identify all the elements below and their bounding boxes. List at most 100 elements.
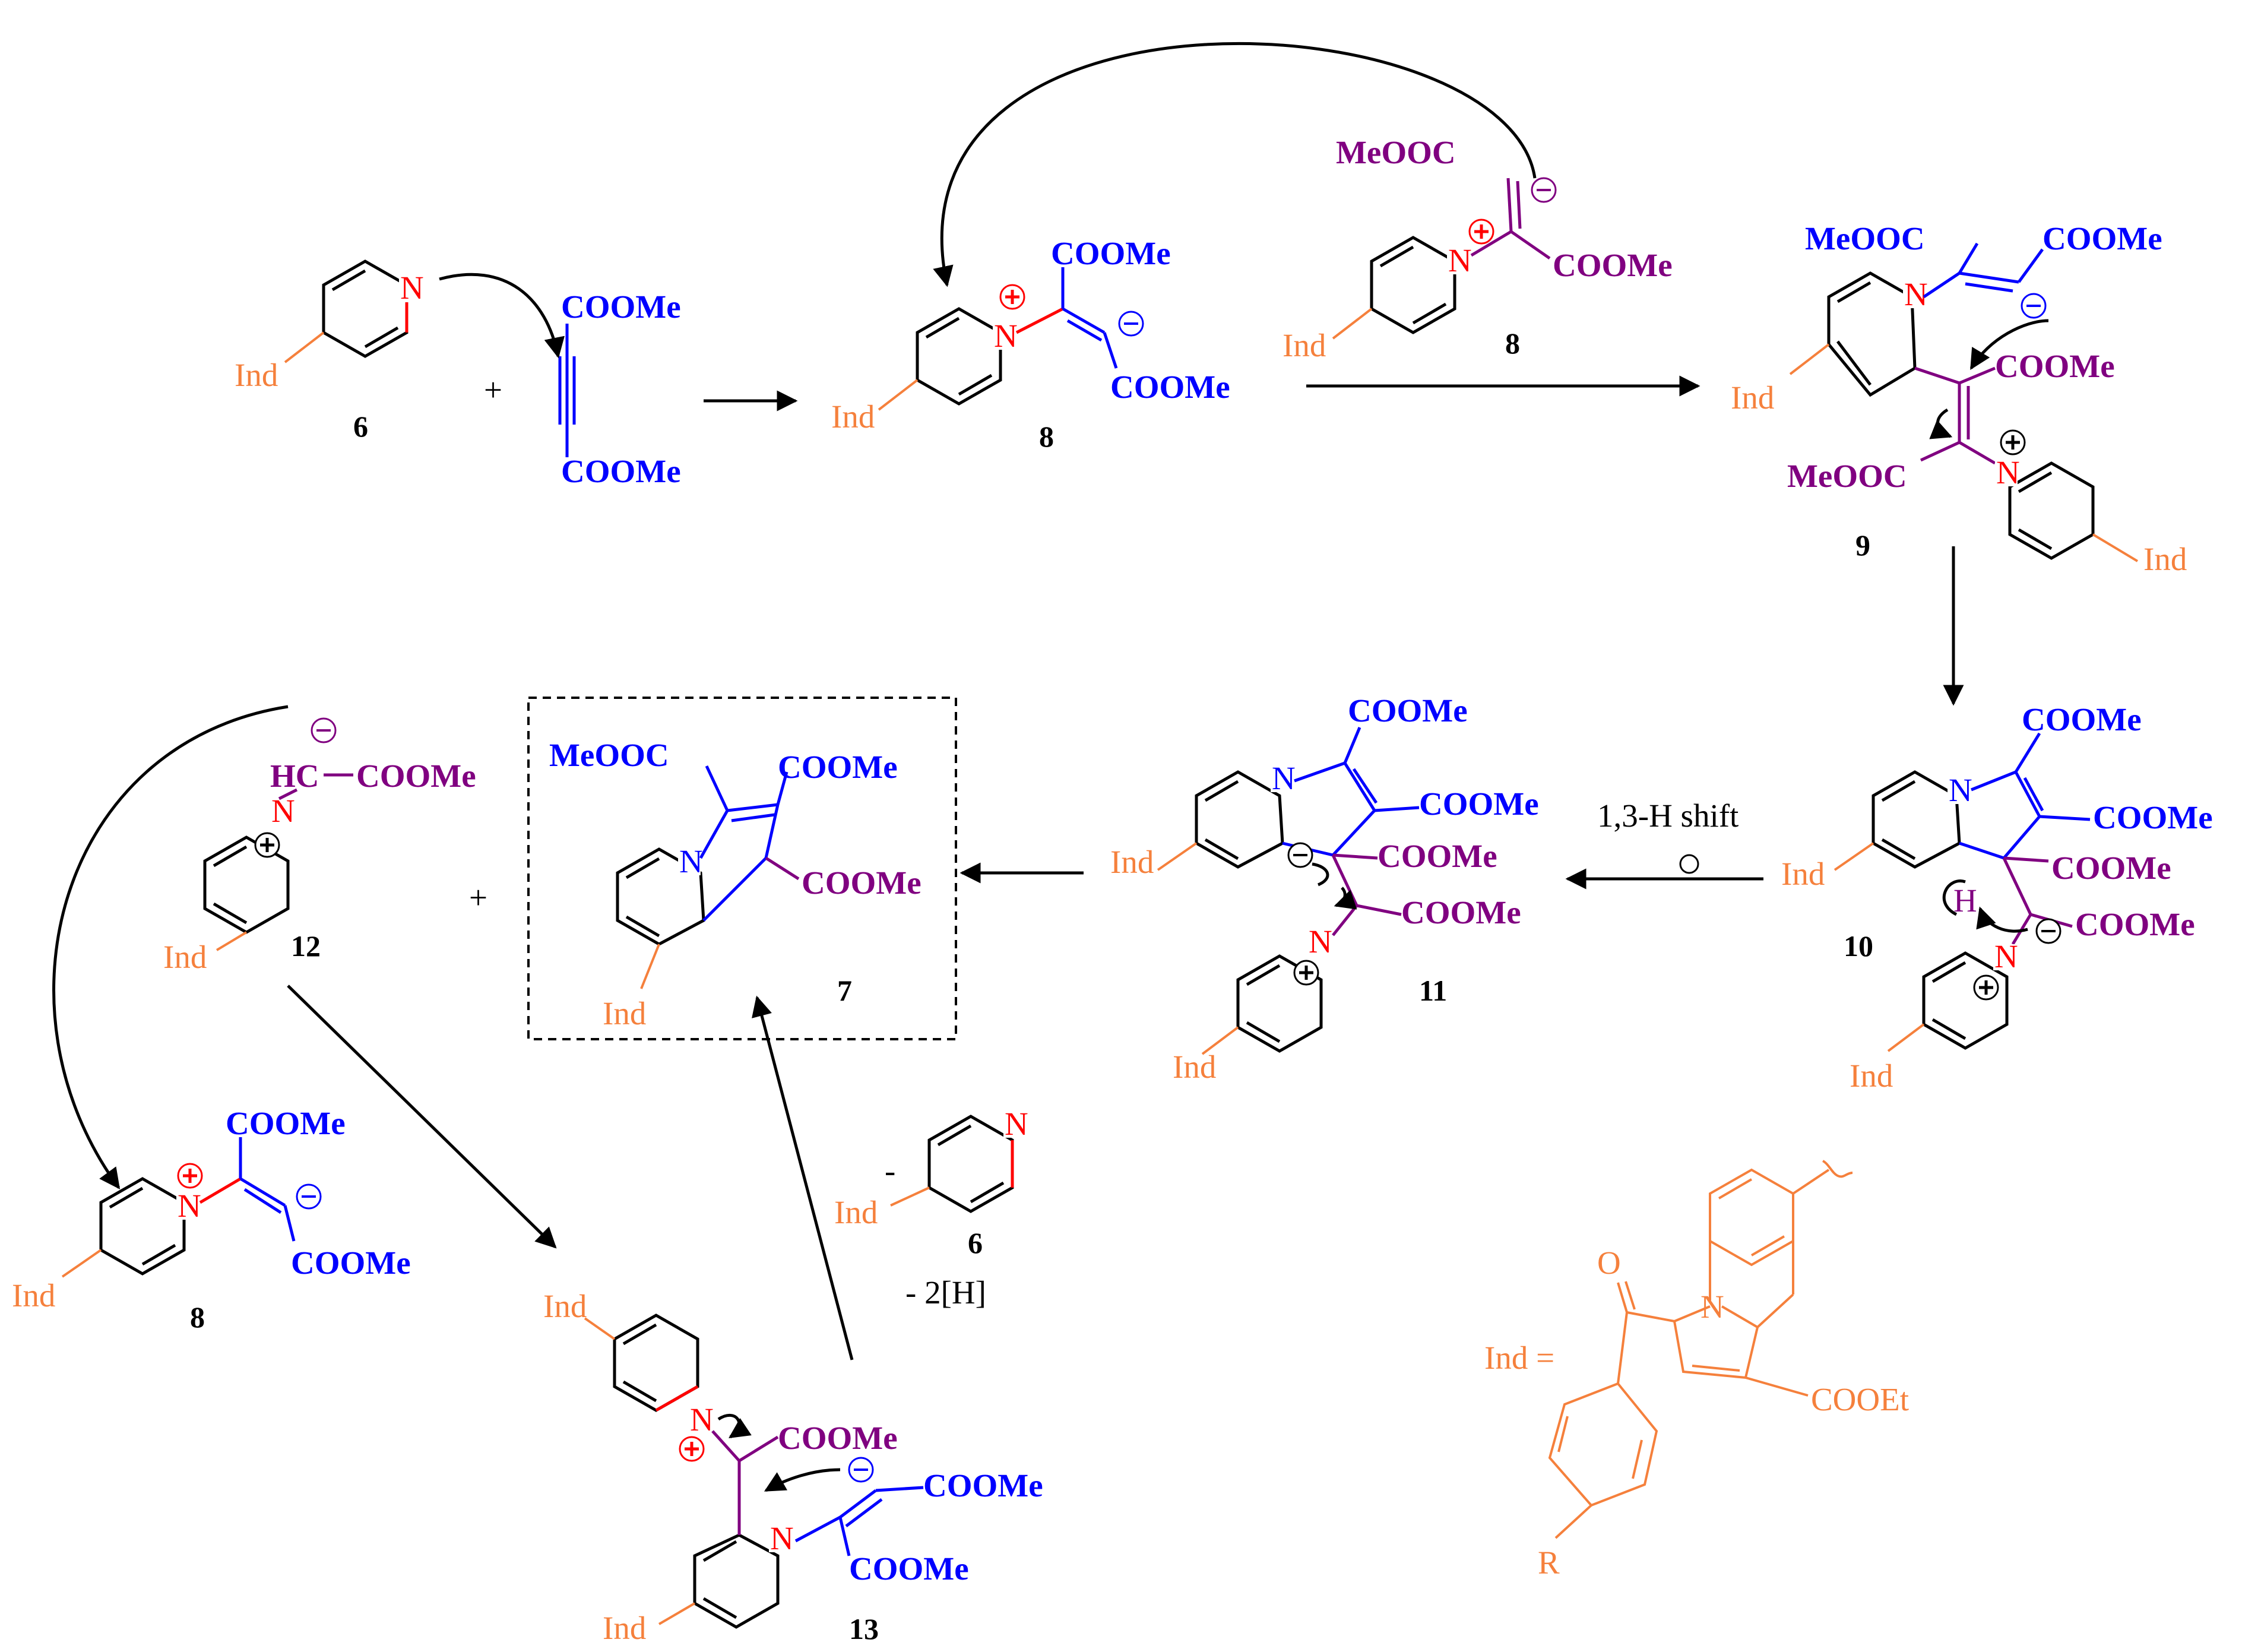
nitrogen-atom: N: [1272, 760, 1296, 796]
ind-definition: Ind = N COOEt O R: [1484, 1160, 1909, 1581]
compound-number-6: 6: [353, 410, 368, 443]
compound-number-9: 9: [1855, 528, 1870, 562]
cooMe-label: COOMe: [1401, 894, 1521, 931]
nitrogen-atom: N: [690, 1401, 714, 1438]
ind-label: Ind: [235, 357, 278, 393]
compound-12: N HC COOMe Ind 12: [163, 717, 476, 975]
ind-label: Ind: [1282, 327, 1326, 363]
electron-arrow: [1942, 879, 1966, 916]
nitrogen-atom: N: [770, 1520, 794, 1556]
meooc-label: MeOOC: [549, 737, 669, 773]
ind-label: Ind: [834, 1194, 878, 1230]
compound-number-7: 7: [837, 974, 852, 1007]
cooMe-label: COOMe: [1378, 838, 1497, 874]
cooMe-label: COOMe: [1051, 235, 1171, 271]
nitrogen-atom: N: [1700, 1289, 1724, 1325]
reaction-arrow: [287, 985, 557, 1249]
cooMe-label: COOMe: [1110, 369, 1230, 405]
electron-arrow: [1312, 862, 1329, 887]
ind-label: Ind: [2143, 541, 2187, 577]
nitrogen-atom: N: [1996, 454, 2020, 490]
nitrogen-atom: N: [1994, 938, 2018, 974]
compound-8-second: Ind N MeOOC COOMe 8: [1282, 134, 1673, 363]
ind-label: Ind: [543, 1288, 587, 1324]
ind-label: Ind: [1173, 1049, 1216, 1085]
cooMe-label: COOMe: [802, 865, 922, 901]
compound-number-8: 8: [190, 1300, 205, 1334]
compound-number-12: 12: [291, 929, 321, 963]
meooc-label: MeOOC: [1805, 220, 1925, 257]
cooMe-label: COOMe: [561, 289, 681, 325]
compound-13: Ind N COOMe N Ind COOMe COOMe 13: [543, 1288, 1043, 1646]
oxygen-atom: O: [1597, 1245, 1621, 1281]
ind-label: Ind: [831, 398, 875, 435]
cooMe-label: COOMe: [1553, 247, 1673, 283]
cooMe-label: COOMe: [561, 453, 681, 489]
nitrogen-atom: N: [1448, 242, 1472, 279]
compound-6-byproduct: N - Ind 6 - 2[H]: [834, 1106, 1028, 1311]
ind-label: Ind: [603, 1610, 646, 1646]
cooMe-label: COOMe: [356, 758, 476, 794]
nitrogen-atom: N: [1949, 772, 1972, 808]
hydrogen-atom: H: [1953, 882, 1977, 919]
minus-sign: -: [885, 1153, 895, 1189]
ind-label: Ind: [1110, 844, 1154, 880]
compound-number-13: 13: [849, 1612, 879, 1645]
plus-sign: +: [469, 879, 487, 916]
nitrogen-atom: N: [271, 793, 295, 829]
compound-8-bottom: Ind N COOMe COOMe 8: [12, 1105, 411, 1334]
cooMe-label: COOMe: [2051, 850, 2171, 886]
cooMe-label: COOMe: [2075, 906, 2195, 942]
compound-9-intermediate: Ind N MeOOC COOMe COOMe MeOOC N Ind 9: [1731, 220, 2187, 577]
compound-11: Ind N COOMe COOMe COOMe COOMe N Ind 11: [1110, 692, 1539, 1085]
nitrogen-atom: N: [679, 843, 703, 879]
meooc-label: MeOOC: [1336, 134, 1456, 170]
compound-number-8: 8: [1505, 327, 1520, 360]
ind-label: Ind: [163, 939, 207, 975]
cooMe-label: COOMe: [2093, 799, 2213, 836]
meooc-label: MeOOC: [1787, 458, 1907, 494]
cooMe-label: COOMe: [849, 1550, 969, 1587]
nitrogen-atom: N: [1005, 1106, 1028, 1142]
electron-arrow: [1929, 408, 1953, 439]
compound-number-8: 8: [1039, 420, 1054, 453]
compound-number-10: 10: [1844, 929, 1873, 963]
hc-label: HC: [270, 758, 319, 794]
ind-label: Ind: [1850, 1058, 1893, 1094]
compound-10-cyclized: Ind N COOMe COOMe COOMe COOMe H N Ind 10: [1781, 701, 2213, 1094]
cooMe-label: COOMe: [1348, 692, 1468, 729]
cooMe-label: COOMe: [1419, 786, 1539, 822]
cooMe-label: COOMe: [778, 1420, 898, 1456]
plus-sign: +: [484, 372, 502, 408]
h-shift-step: 1,3-H shift: [1565, 797, 1763, 890]
nucleophilic-attack-arrow: [933, 42, 1537, 287]
ind-label: Ind: [1781, 856, 1825, 892]
ind-equals-label: Ind =: [1484, 1340, 1554, 1376]
nucleophilic-attack-arrow: [52, 705, 289, 1189]
cooMe-label: COOMe: [2042, 220, 2162, 257]
cooMe-label: COOMe: [778, 749, 898, 785]
nitrogen-atom: N: [1904, 276, 1928, 312]
shift-label: 1,3-H shift: [1597, 797, 1738, 834]
cooEt-label: COOEt: [1811, 1381, 1909, 1417]
cooMe-label: COOMe: [923, 1467, 1043, 1504]
electron-arrow: [1969, 319, 2049, 371]
minus-2h-label: - 2[H]: [905, 1274, 986, 1311]
electron-arrow: [1334, 887, 1357, 910]
cooMe-label: COOMe: [291, 1245, 411, 1281]
cooMe-label: COOMe: [226, 1105, 346, 1141]
reaction-arrow: [752, 995, 854, 1360]
nitrogen-atom: N: [400, 270, 424, 306]
ind-label: Ind: [1731, 379, 1774, 416]
electron-arrow: [764, 1468, 841, 1492]
product-7-box: Ind N MeOOC COOMe COOMe 7: [527, 697, 957, 1040]
r-label: R: [1538, 1545, 1560, 1581]
compound-number-11: 11: [1419, 974, 1447, 1007]
nitrogen-atom: N: [994, 318, 1018, 354]
compound-8-ylide: Ind N COOMe COOMe 8: [831, 235, 1230, 453]
cooMe-label: COOMe: [2022, 701, 2142, 738]
nitrogen-atom: N: [1309, 923, 1332, 960]
electron-arrow: [1976, 906, 2028, 933]
ind-label: Ind: [603, 995, 646, 1031]
